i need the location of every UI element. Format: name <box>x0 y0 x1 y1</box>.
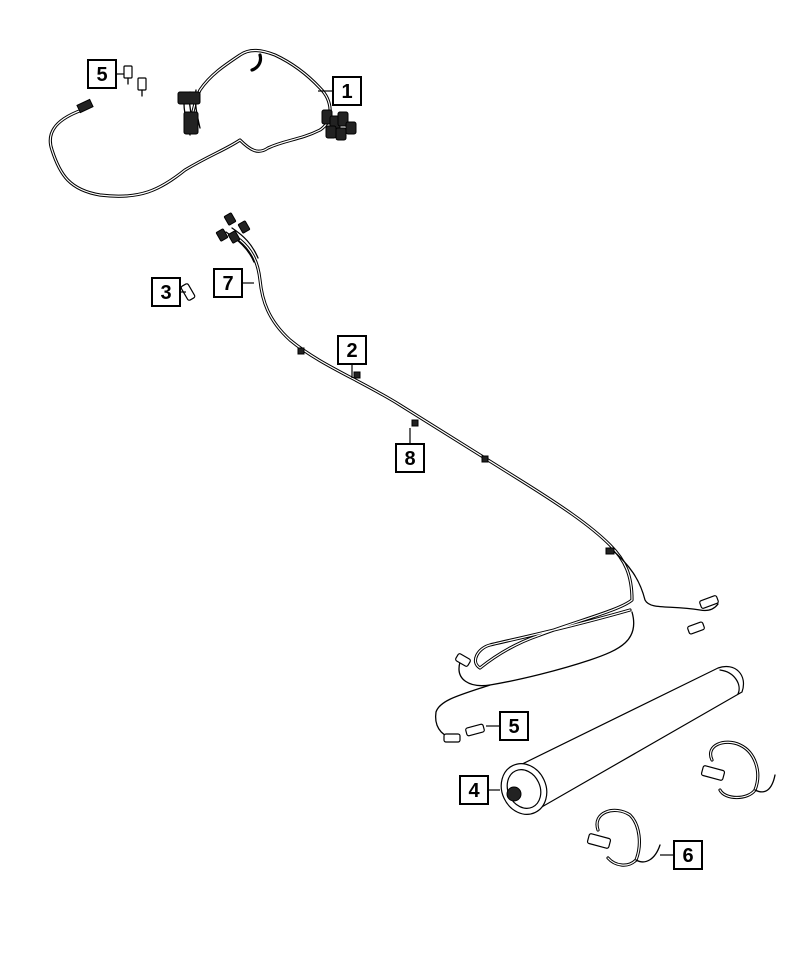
svg-text:1: 1 <box>341 81 352 103</box>
callout-5-bottom: 5 <box>499 711 529 741</box>
callout-6: 6 <box>673 840 703 870</box>
callout-7: 7 <box>213 268 243 298</box>
svg-text:5: 5 <box>508 716 519 738</box>
part-4-cylinder <box>500 666 744 815</box>
callout-8: 8 <box>395 443 425 473</box>
connector-cluster <box>321 109 357 141</box>
svg-text:6: 6 <box>682 845 693 867</box>
part-5-fittings-top <box>123 65 147 97</box>
callout-2: 2 <box>337 335 367 365</box>
part-1-line-assembly <box>48 48 357 198</box>
svg-text:7: 7 <box>222 273 233 295</box>
svg-text:5: 5 <box>96 64 107 86</box>
part-2-long-line <box>215 212 719 743</box>
svg-text:8: 8 <box>404 448 415 470</box>
part-5-fittings-bottom <box>465 723 485 737</box>
part-3-fitting <box>180 283 196 301</box>
svg-text:3: 3 <box>160 282 171 304</box>
leader-lines <box>116 73 674 856</box>
callout-4: 4 <box>459 775 489 805</box>
svg-text:4: 4 <box>468 780 480 802</box>
callout-1: 1 <box>332 76 362 106</box>
svg-text:2: 2 <box>346 340 357 362</box>
part-6-straps <box>586 740 776 867</box>
callout-5-top: 5 <box>87 59 117 89</box>
callout-3: 3 <box>151 277 181 307</box>
